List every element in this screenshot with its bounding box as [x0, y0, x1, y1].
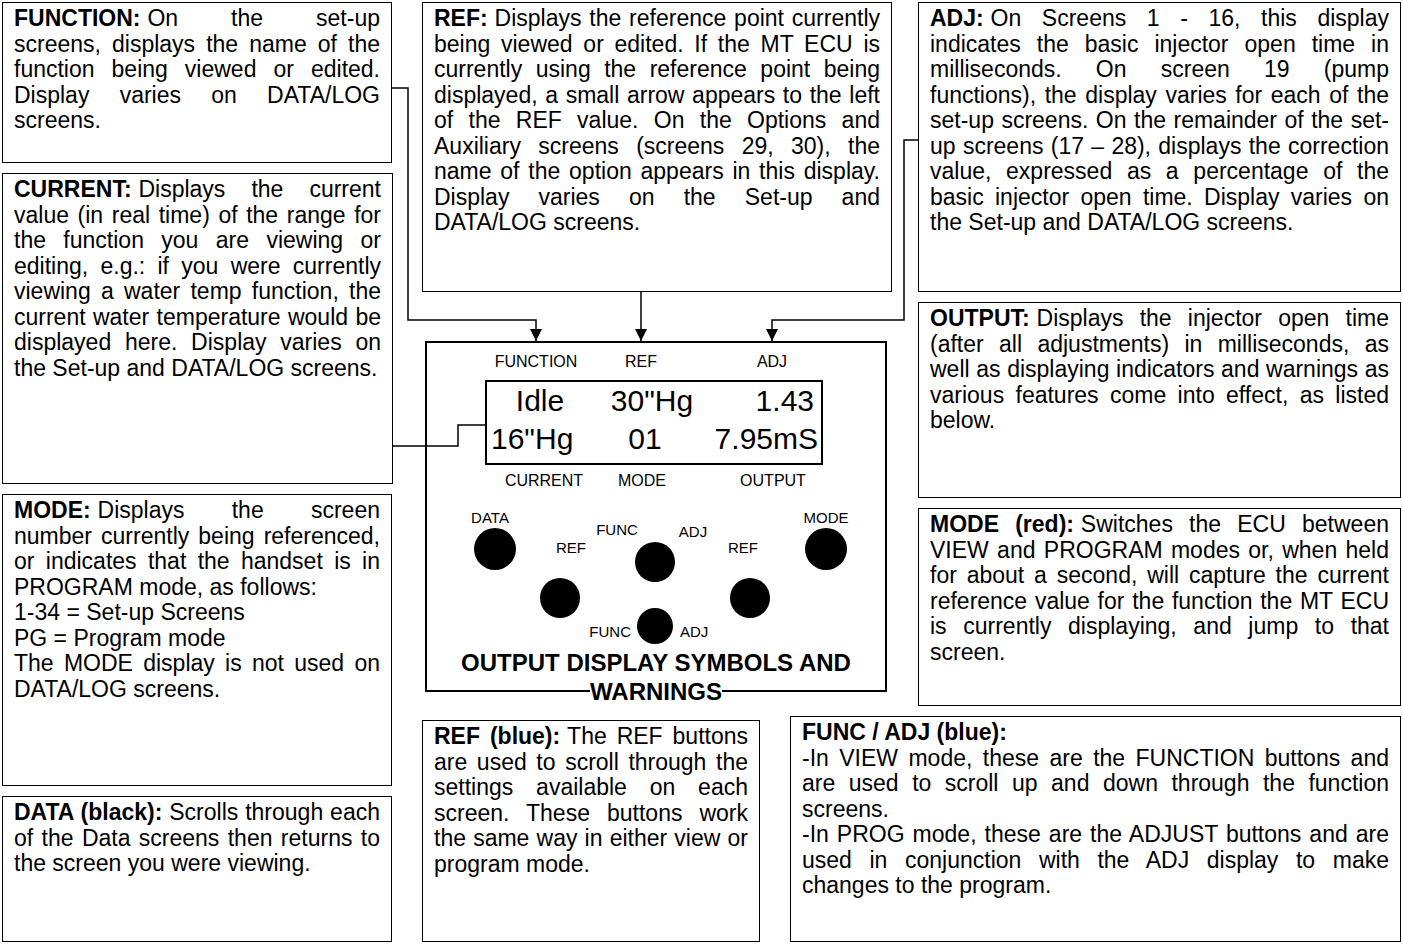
callout-heading: CURRENT:: [14, 176, 132, 202]
callout-heading: DATA (black):: [14, 799, 162, 825]
leader-arrow: [640, 292, 642, 341]
callout-heading: REF:: [434, 5, 488, 31]
display-readout: Idle: [516, 383, 564, 419]
handset-panel: FUNCTION REF ADJ CURRENT MODE OUTPUT DATA FUNC A…: [425, 341, 887, 692]
callout-text: Displays the reference point currently b…: [434, 5, 880, 235]
callout-box: REF (blue):The REF buttons are used to s…: [422, 720, 760, 942]
display-readout: 1.43: [756, 383, 814, 419]
callout-heading: MODE (red):: [930, 511, 1074, 537]
section-heading: OUTPUT DISPLAY SYMBOLS AND WARNINGS: [426, 648, 886, 706]
lcd-display: Idle 30"Hg 1.43 16"Hg 01 7.95mS: [485, 380, 823, 465]
callout-box: CURRENT:Displays the current value (in r…: [2, 173, 393, 484]
callout-box: MODE:Displays the screen number currentl…: [2, 494, 392, 786]
panel-label: REF: [625, 352, 657, 371]
callout-text: The MODE display is not used on DATA/LOG…: [14, 651, 380, 702]
display-readout: 16"Hg: [491, 421, 573, 457]
panel-label: CURRENT: [505, 471, 583, 490]
callout-heading: ADJ:: [930, 5, 984, 31]
callout-box: ADJ:On Screens 1 - 16, this display indi…: [918, 2, 1401, 292]
panel-label: FUNCTION: [495, 352, 578, 371]
panel-label: REF: [556, 539, 586, 557]
callout-heading: OUTPUT:: [930, 305, 1030, 331]
callout-box: FUNCTION:On the set-up screens, displays…: [2, 2, 392, 163]
callout-heading: FUNC / ADJ (blue):: [802, 720, 1382, 746]
callout-heading: REF (blue):: [434, 723, 560, 749]
callout-box: DATA (black):Scrolls through each of the…: [2, 796, 392, 942]
callout-text: -In PROG mode, these are the ADJUST butt…: [802, 822, 1389, 899]
button: [805, 528, 847, 570]
callout-text: -In VIEW mode, these are the FUNCTION bu…: [802, 746, 1389, 823]
button: [635, 542, 675, 582]
panel-label: MODE: [618, 471, 666, 490]
panel-label: REF: [728, 539, 758, 557]
section-heading-text: OUTPUT DISPLAY SYMBOLS AND WARNINGS: [461, 649, 851, 705]
display-readout: 7.95mS: [715, 421, 818, 457]
callout-text: 1-34 = Set-up Screens: [14, 600, 380, 626]
callout-box: MODE (red):Switches the ECU between VIEW…: [918, 508, 1401, 706]
panel-label: ADJ: [680, 623, 708, 641]
callout-heading: MODE:: [14, 497, 91, 523]
button: [540, 578, 580, 618]
panel-label: MODE: [804, 509, 849, 527]
callout-box: FUNC / ADJ (blue):-In VIEW mode, these a…: [790, 716, 1401, 942]
panel-label: ADJ: [679, 523, 707, 541]
button: [637, 608, 673, 644]
button: [730, 578, 770, 618]
panel-label: DATA: [471, 509, 509, 527]
callout-heading: FUNCTION:: [14, 5, 140, 31]
panel-label: FUNC: [596, 521, 638, 539]
display-readout: 01: [628, 421, 661, 457]
callout-text: PG = Program mode: [14, 626, 380, 652]
button: [474, 528, 516, 570]
display-readout: 30"Hg: [611, 383, 693, 419]
panel-label: FUNC: [589, 623, 631, 641]
panel-label: ADJ: [757, 352, 787, 371]
panel-label: OUTPUT: [740, 471, 806, 490]
callout-box: REF:Displays the reference point current…: [422, 2, 892, 292]
callout-text: Displays the current value (in real time…: [14, 176, 381, 381]
leader-arrow: [393, 425, 485, 446]
callout-text: On Screens 1 - 16, this display indicate…: [930, 5, 1389, 235]
callout-box: OUTPUT:Displays the injector open time (…: [918, 302, 1401, 498]
